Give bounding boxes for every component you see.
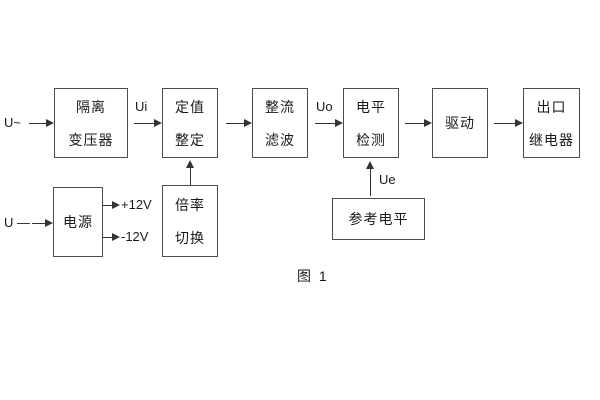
block-label: 参考电平: [348, 211, 409, 227]
dc-input-label: U —: [4, 215, 30, 230]
arrow-setting-to-rectifier: [226, 118, 252, 128]
arrow-shaft: [102, 204, 112, 206]
block-label: 出口: [536, 98, 567, 115]
arrow-shaft: [405, 122, 424, 124]
arrow-shaft: [32, 222, 45, 224]
figure-caption: 图 1: [297, 268, 329, 284]
block-label: 倍率: [175, 196, 205, 213]
arrow-ui-signal: [134, 118, 162, 128]
block-label: 定值: [175, 98, 205, 115]
power-plus12v-label: +12V: [121, 197, 152, 212]
arrow-ratio-to-setting: [185, 160, 195, 185]
arrow-head-icon: [515, 119, 523, 127]
arrow-plus12v-output: [102, 200, 120, 210]
signal-ue-label: Ue: [379, 172, 396, 187]
arrow-level-to-driver: [405, 118, 432, 128]
arrow-head-icon: [112, 201, 120, 209]
arrow-shaft: [189, 168, 191, 185]
block-label: 切换: [175, 229, 205, 246]
block-rectify-filter: 整流 滤波: [252, 88, 308, 158]
arrow-shaft: [102, 236, 112, 238]
arrow-uo-signal: [315, 118, 343, 128]
arrow-head-icon: [46, 119, 54, 127]
signal-ui-label: Ui: [135, 99, 148, 114]
block-isolation-transformer: 隔离 变压器: [54, 88, 128, 158]
block-driver: 驱动: [432, 88, 488, 158]
ac-input-label: U~: [4, 115, 21, 130]
block-label: 检测: [356, 131, 386, 148]
block-reference-level: 参考电平: [332, 198, 425, 240]
arrow-ue-reference: [365, 161, 375, 196]
arrow-driver-to-relay: [494, 118, 523, 128]
block-label: 整流: [265, 98, 295, 115]
arrow-minus12v-output: [102, 232, 120, 242]
block-ratio-switch: 倍率 切换: [162, 185, 218, 257]
power-minus12v-label: -12V: [121, 229, 149, 244]
block-power-supply: 电源: [53, 187, 103, 257]
block-label: 隔离: [76, 98, 106, 115]
arrow-head-icon: [366, 161, 374, 169]
arrow-head-icon: [244, 119, 252, 127]
block-level-detection: 电平 检测: [343, 88, 399, 158]
block-label: 整定: [175, 131, 205, 148]
arrow-head-icon: [335, 119, 343, 127]
arrow-head-icon: [424, 119, 432, 127]
block-value-setting: 定值 整定: [162, 88, 218, 158]
block-label: 电源: [63, 214, 93, 230]
arrow-shaft: [226, 122, 244, 124]
block-label: 驱动: [445, 115, 475, 131]
arrow-head-icon: [154, 119, 162, 127]
arrow-head-icon: [45, 219, 53, 227]
arrow-dc-input: [32, 218, 53, 228]
arrow-head-icon: [112, 233, 120, 241]
block-output-relay: 出口 继电器: [523, 88, 580, 158]
arrow-shaft: [494, 122, 515, 124]
arrow-shaft: [29, 122, 46, 124]
arrow-shaft: [134, 122, 154, 124]
arrow-ac-input: [29, 118, 54, 128]
block-label: 电平: [356, 98, 386, 115]
block-label: 滤波: [265, 131, 295, 148]
arrow-shaft: [369, 169, 371, 196]
arrow-head-icon: [186, 160, 194, 168]
block-label: 继电器: [529, 131, 574, 148]
arrow-shaft: [315, 122, 335, 124]
block-label: 变压器: [68, 131, 114, 148]
signal-uo-label: Uo: [316, 99, 333, 114]
